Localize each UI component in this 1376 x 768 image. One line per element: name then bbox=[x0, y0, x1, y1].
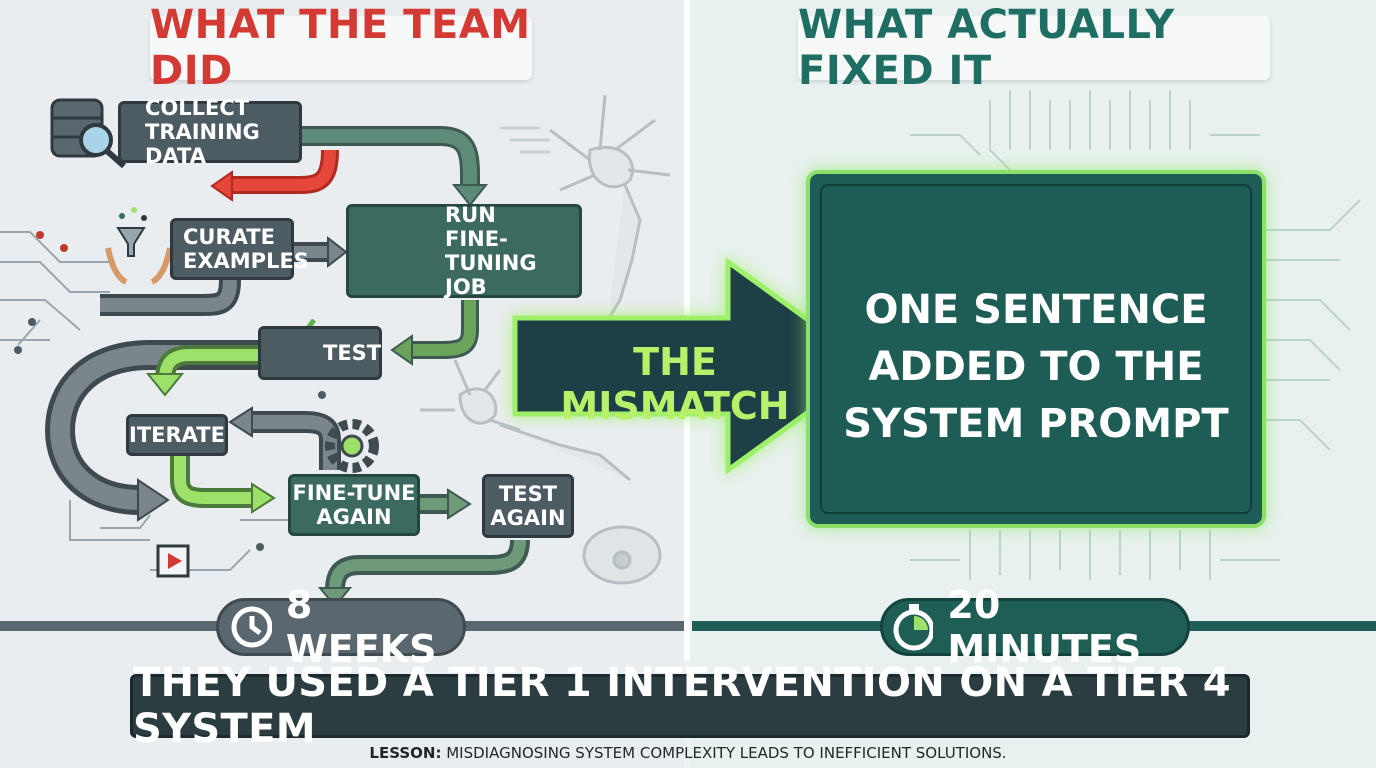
lesson-line: LESSON: MISDIAGNOSING SYSTEM COMPLEXITY … bbox=[0, 744, 1376, 762]
neuron-icon bbox=[420, 94, 671, 482]
left-duration: 8 WEEKS bbox=[285, 583, 437, 671]
step-run-line2: FINE-TUNING bbox=[445, 227, 537, 275]
fix-text-line3: SYSTEM PROMPT bbox=[843, 401, 1229, 447]
gear-icon bbox=[325, 419, 379, 473]
step-iterate: ITERATE bbox=[126, 414, 228, 456]
step-run-line3: JOB bbox=[445, 275, 487, 299]
step-iterate-label: ITERATE bbox=[129, 423, 225, 447]
fix-box: ONE SENTENCE ADDED TO THE SYSTEM PROMPT bbox=[806, 170, 1266, 528]
step-curate-line1: CURATE bbox=[183, 225, 275, 249]
fix-text: ONE SENTENCE ADDED TO THE SYSTEM PROMPT bbox=[810, 282, 1262, 453]
lesson-text: MISDIAGNOSING SYSTEM COMPLEXITY LEADS TO… bbox=[446, 744, 1007, 762]
step-collect-line2: TRAINING DATA bbox=[145, 120, 260, 168]
play-icon bbox=[156, 544, 190, 578]
right-circuit-traces bbox=[910, 90, 1361, 580]
fix-text-line1: ONE SENTENCE bbox=[864, 287, 1208, 333]
flow-arrows bbox=[45, 126, 530, 591]
right-duration: 20 MINUTES bbox=[947, 583, 1142, 671]
bacterium-icon bbox=[582, 525, 662, 585]
mismatch-label: THE MISMATCH bbox=[560, 340, 790, 428]
fix-box-inner-border bbox=[820, 184, 1252, 514]
step-test-label: TEST bbox=[323, 341, 382, 365]
left-circuit-traces bbox=[0, 231, 300, 571]
left-header: WHAT THE TEAM DID bbox=[150, 2, 532, 94]
step-collect-line1: COLLECT bbox=[145, 96, 250, 120]
right-duration-pill: 20 MINUTES bbox=[880, 583, 1190, 671]
arrow-heads bbox=[137, 170, 489, 608]
step-run-line1: RUN bbox=[445, 203, 496, 227]
left-duration-pill: 8 WEEKS bbox=[216, 583, 466, 671]
stopwatch-icon bbox=[893, 604, 934, 651]
step-finetune-line1: FINE-TUNE bbox=[292, 481, 416, 505]
conclusion-banner: THEY USED A TIER 1 INTERVENTION ON A TIE… bbox=[130, 660, 1250, 752]
step-testagain-line2: AGAIN bbox=[490, 506, 566, 530]
funnel-hands-icon bbox=[105, 207, 173, 285]
lesson-label: LESSON: bbox=[369, 744, 442, 762]
right-header: WHAT ACTUALLY FIXED IT bbox=[798, 2, 1270, 94]
step-testagain-line1: TEST bbox=[498, 482, 558, 506]
clock-icon bbox=[231, 606, 272, 648]
fix-text-line2: ADDED TO THE bbox=[868, 344, 1204, 390]
step-curate-line2: EXAMPLES bbox=[183, 249, 309, 273]
database-search-icon bbox=[50, 98, 126, 169]
step-finetune-line2: AGAIN bbox=[316, 505, 392, 529]
step-test: TEST bbox=[258, 326, 382, 380]
mismatch-arrow bbox=[512, 257, 877, 475]
